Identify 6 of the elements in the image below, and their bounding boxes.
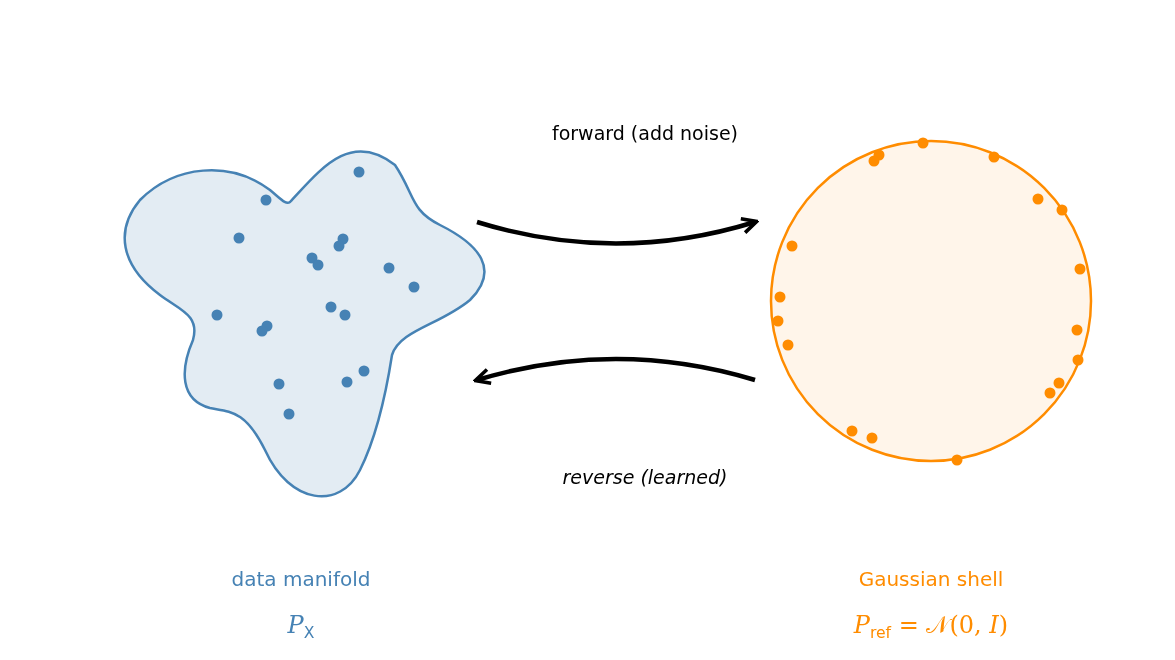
math-formula: P$_{ref}$ = 𝒩(0, I) [853,611,1009,642]
math-formula: P$_{X}$ [287,611,315,642]
curved-arrow [473,356,756,386]
curved-arrow [476,216,759,246]
node-caption: Gaussian shell [858,567,1004,591]
node-caption: data manifold [231,567,371,591]
